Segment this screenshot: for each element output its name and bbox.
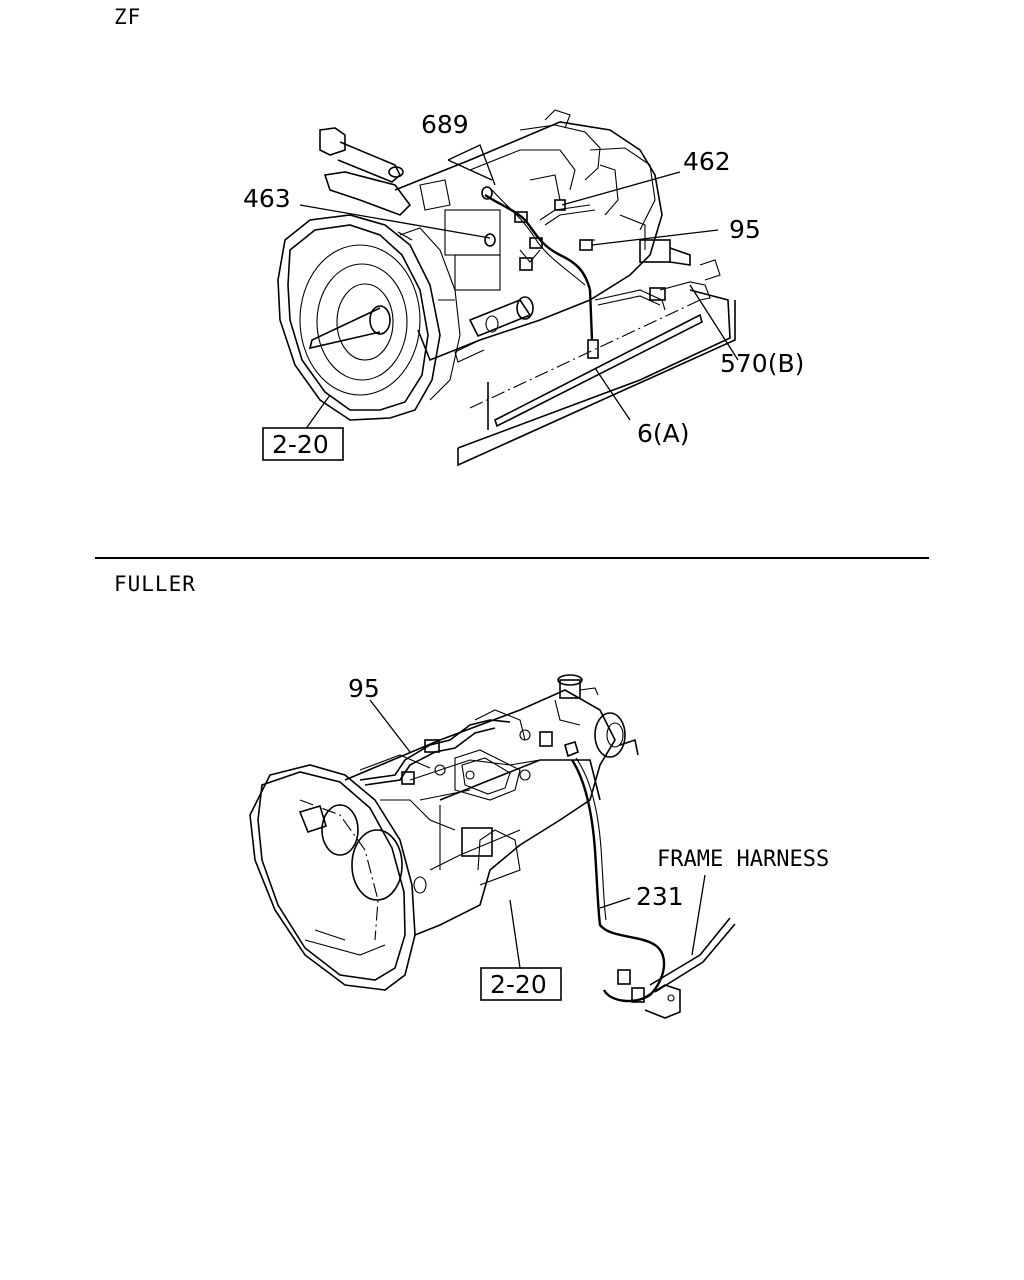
callout-95-fuller: 95 — [348, 674, 380, 703]
ref-box-zf — [262, 427, 344, 461]
zf-callouts: 689 462 463 95 570(B) 6(A) 2-20 — [243, 110, 804, 461]
zf-leader-lines — [299, 144, 739, 431]
fuller-wiring-harness — [359, 719, 666, 1003]
callout-570b: 570(B) — [720, 349, 804, 378]
zf-bell-housing — [277, 214, 461, 421]
callout-231: 231 — [636, 882, 684, 911]
zf-gearbox-body — [394, 109, 663, 362]
fuller-callouts: 95 FRAME HARNESS 231 2-20 — [348, 674, 829, 1001]
callout-462: 462 — [683, 147, 731, 176]
ref-box-fuller — [480, 967, 562, 1001]
fuller-frame-bracket — [639, 917, 736, 1019]
fuller-gearbox-body — [344, 689, 616, 936]
callout-95: 95 — [729, 215, 761, 244]
callout-frame-harness: FRAME HARNESS — [657, 847, 829, 872]
fuller-rear-output — [554, 674, 639, 758]
section-heading-fuller: FULLER — [114, 572, 196, 596]
zf-output-cylinder — [454, 296, 534, 363]
ref-label-fuller: 2-20 — [490, 970, 547, 999]
section-heading-zf: ZF — [114, 5, 142, 29]
callout-463: 463 — [243, 184, 291, 213]
zf-wiring-harness — [481, 186, 721, 359]
fuller-bell-housing — [249, 764, 427, 991]
zf-frame-rail — [457, 289, 736, 467]
ref-label-zf: 2-20 — [272, 430, 329, 459]
zf-shift-lever — [319, 127, 412, 216]
fuller-leader-lines — [369, 699, 706, 969]
callout-689: 689 — [421, 110, 469, 139]
fuller-transmission-drawing: 95 FRAME HARNESS 231 2-20 — [249, 674, 829, 1019]
callout-6a: 6(A) — [637, 419, 690, 448]
zf-transmission-drawing: 689 462 463 95 570(B) 6(A) 2-20 — [243, 109, 804, 467]
